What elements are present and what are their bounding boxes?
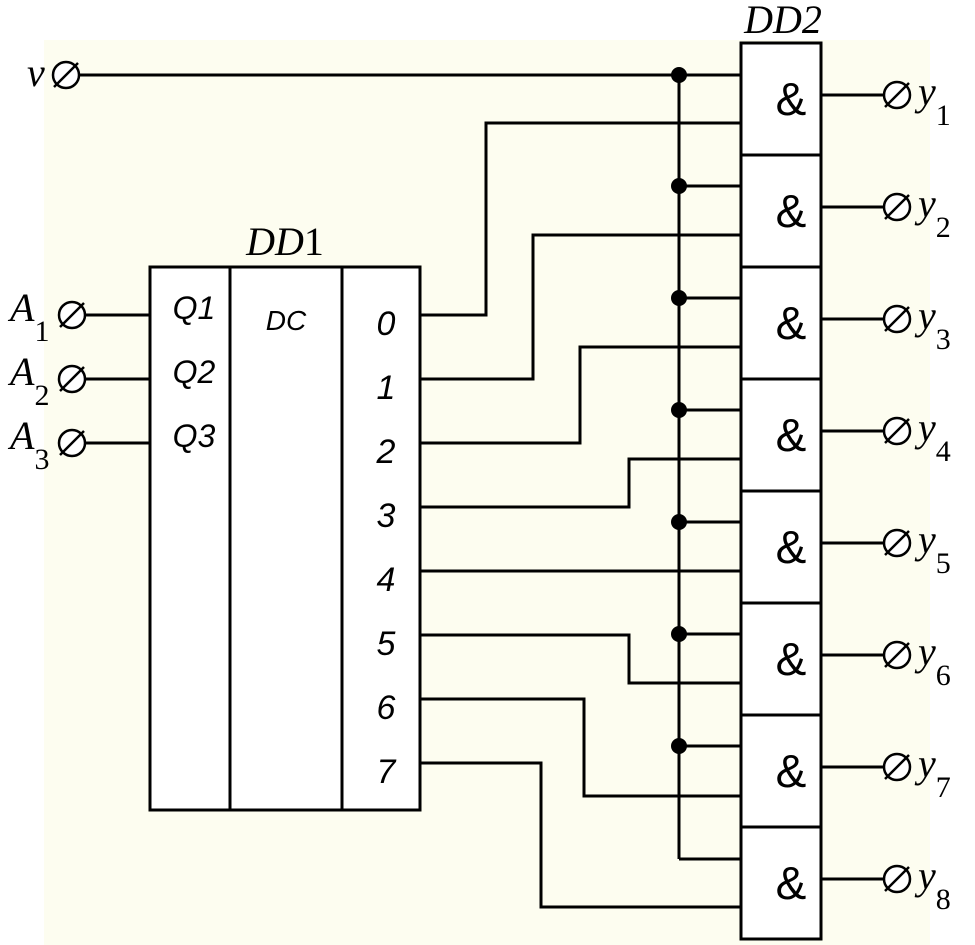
output-label-sub: 7: [936, 771, 951, 804]
and-gate-4: [739, 377, 823, 493]
route-wire-3: [420, 457, 741, 509]
and-gate-3: [739, 265, 823, 381]
output-terminal-4-slash: [884, 418, 910, 444]
output-label-sub: 1: [936, 99, 951, 132]
dd1-input-pin-1: Q1: [173, 290, 216, 326]
dd1-title-main: DD: [245, 219, 304, 264]
strobe-terminal-slash: [53, 62, 79, 88]
dd1-output-2: 2: [376, 433, 396, 471]
output-terminal-2-slash: [884, 194, 910, 220]
output-label-6: y6: [914, 629, 951, 692]
route-wire-2: [420, 345, 741, 445]
junction-dot: [671, 178, 687, 194]
and-gate-symbol: &: [776, 73, 807, 125]
output-label-main: y: [914, 853, 936, 898]
labels: DD2vDD1DCQ1A1Q2A2Q3A301234567y1y2y3y4y5y…: [7, 0, 951, 916]
input-label-sub: 3: [34, 443, 49, 476]
and-gate-symbol: &: [776, 633, 807, 685]
dd1-chip: [148, 265, 422, 812]
route-wire-6: [420, 697, 741, 798]
output-label-sub: 6: [936, 659, 951, 692]
dd1-function-label: DC: [266, 305, 307, 336]
and-gate-7: [739, 713, 823, 829]
output-label-main: y: [914, 69, 936, 114]
dd1-title: DD1: [245, 219, 324, 264]
and-gate-symbol: &: [776, 521, 807, 573]
route-wire-5: [420, 633, 741, 685]
output-terminal-3-slash: [884, 306, 910, 332]
dd2-title: DD2: [743, 0, 822, 42]
output-label-5: y5: [914, 517, 951, 580]
output-terminal-7-slash: [884, 754, 910, 780]
output-label-main: y: [914, 405, 936, 450]
output-terminal-1-slash: [884, 82, 910, 108]
junction-dot: [671, 738, 687, 754]
input-label-3: A3: [7, 413, 49, 476]
input-label-1: A1: [7, 285, 49, 348]
input-terminal-1-slash: [59, 302, 85, 328]
input-label-sub: 2: [34, 379, 49, 412]
and-gate-2: [739, 153, 823, 269]
dd1-input-pin-2: Q2: [173, 354, 216, 390]
output-label-sub: 3: [936, 323, 951, 356]
dd1-output-6: 6: [377, 689, 396, 727]
and-gate-6: [739, 601, 823, 717]
junction-dot: [671, 514, 687, 530]
output-label-sub: 5: [936, 547, 951, 580]
junction-dot: [671, 626, 687, 642]
dd1-input-pin-3: Q3: [173, 418, 216, 454]
dd1-output-0: 0: [377, 305, 396, 343]
input-terminal-2-slash: [59, 366, 85, 392]
route-wire-1: [420, 233, 741, 381]
output-label-main: y: [914, 517, 936, 562]
output-label-main: y: [914, 629, 936, 674]
and-gate-5: [739, 489, 823, 605]
dd1-output-7: 7: [377, 753, 397, 791]
and-gate-symbol: &: [776, 185, 807, 237]
output-label-sub: 8: [936, 883, 951, 916]
dd1-output-1: 1: [377, 369, 396, 407]
input-terminal-3-slash: [59, 430, 85, 456]
junction-dot: [671, 67, 687, 83]
output-label-1: y1: [914, 69, 951, 132]
output-label-main: y: [914, 181, 936, 226]
output-label-sub: 4: [936, 435, 951, 468]
junction-dot: [671, 290, 687, 306]
and-gate-1: [739, 41, 823, 157]
junction-dot: [671, 402, 687, 418]
dd1-output-3: 3: [377, 497, 396, 535]
output-terminal-8-slash: [884, 866, 910, 892]
and-gate-symbol: &: [776, 297, 807, 349]
output-terminal-5-slash: [884, 530, 910, 556]
output-terminal-6-slash: [884, 642, 910, 668]
wires: [79, 73, 884, 909]
strobe-label: v: [27, 50, 45, 95]
output-label-3: y3: [914, 293, 951, 356]
and-gate-symbol: &: [776, 409, 807, 461]
and-gate-symbol: &: [776, 857, 807, 909]
input-label-sub: 1: [34, 315, 49, 348]
dd1-output-5: 5: [377, 625, 396, 663]
route-wire-0: [420, 121, 741, 317]
route-wire-7: [420, 761, 741, 909]
input-label-main: A: [7, 349, 35, 394]
output-label-sub: 2: [936, 211, 951, 244]
and-gate-symbol: &: [776, 745, 807, 797]
input-label-2: A2: [7, 349, 49, 412]
output-label-7: y7: [914, 741, 951, 804]
dd1-output-4: 4: [377, 561, 396, 599]
output-label-2: y2: [914, 181, 951, 244]
output-label-8: y8: [914, 853, 951, 916]
input-label-main: A: [7, 285, 35, 330]
and-gate-8: [739, 825, 823, 941]
output-label-main: y: [914, 293, 936, 338]
output-label-main: y: [914, 741, 936, 786]
output-label-4: y4: [914, 405, 951, 468]
input-label-main: A: [7, 413, 35, 458]
components: & & & & & & & &: [51, 41, 912, 941]
dd1-title-num: 1: [304, 219, 324, 264]
